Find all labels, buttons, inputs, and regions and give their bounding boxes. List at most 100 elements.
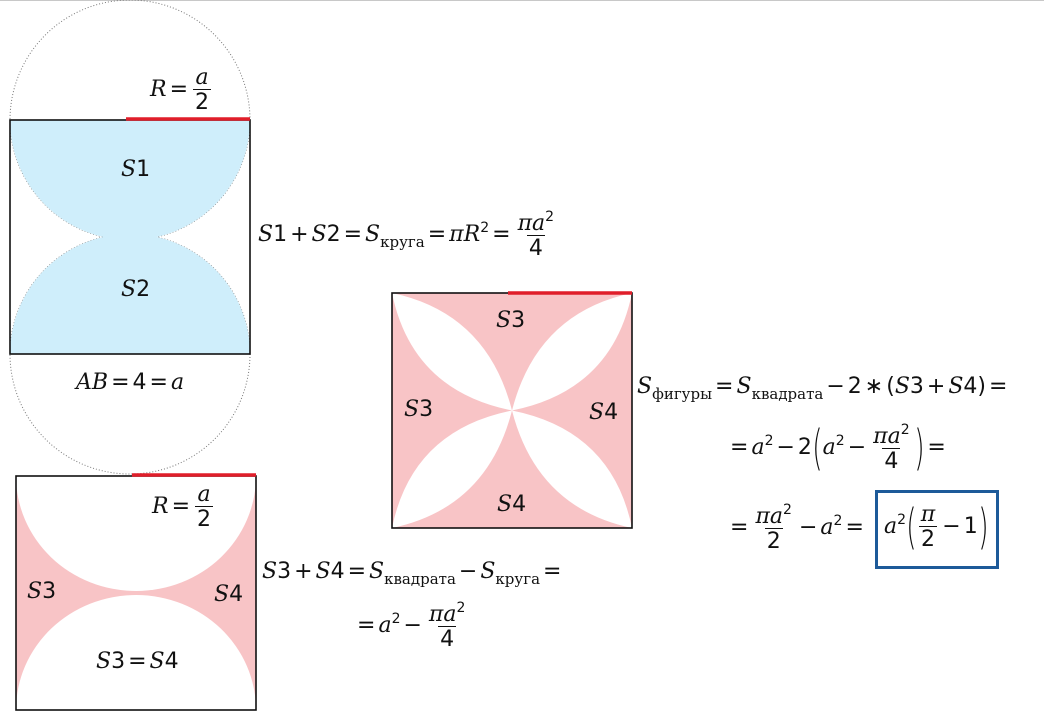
index: 3 [909, 374, 924, 399]
a-symbol: a [443, 602, 457, 627]
eq-sign: = [169, 77, 189, 103]
subscript-circle: круга [380, 233, 425, 252]
s-symbol: S [404, 397, 420, 422]
exponent: 2 [456, 600, 466, 616]
subscript-square: квадрата [751, 385, 824, 403]
exponent: 2 [783, 502, 792, 518]
denominator: 4 [526, 235, 545, 262]
s-symbol: S [311, 222, 327, 248]
exponent: 2 [764, 433, 774, 450]
s-symbol: S [637, 374, 653, 399]
big-left-paren: ( [812, 420, 823, 477]
eq-sign: = [343, 222, 363, 248]
s-symbol: S [948, 374, 964, 399]
a-symbol: a [820, 515, 834, 541]
eq-sign: = [357, 613, 376, 639]
a-symbol: a [751, 435, 765, 461]
numerator: a [195, 65, 209, 90]
plus-sign: + [290, 222, 309, 248]
s-symbol: S [365, 222, 381, 248]
s-symbol: S [214, 582, 230, 607]
label-s2: S2 [121, 279, 150, 301]
one-value: 1 [963, 514, 978, 540]
index: 3 [419, 397, 434, 422]
r-symbol: R [152, 494, 169, 520]
denominator: 4 [438, 626, 457, 653]
s-symbol: S [496, 308, 512, 333]
left-paren: ( [886, 374, 895, 399]
s-symbol: S [262, 559, 278, 584]
subscript-circle: круга [495, 570, 541, 588]
label-s4-right: S4 [589, 402, 618, 424]
index: 2 [136, 277, 151, 302]
white-petal-2 [512, 293, 632, 411]
index: 4 [229, 582, 244, 607]
minus-sign: − [403, 613, 422, 639]
corner-regions-s3-s4 [16, 476, 256, 710]
numerator: a [197, 482, 211, 507]
label-s4-bottom: S4 [497, 494, 526, 516]
a-symbol: a [822, 435, 836, 461]
r-symbol: R [150, 77, 167, 103]
index: 3 [277, 559, 292, 584]
eq-sign: = [730, 515, 749, 541]
index: 3 [42, 579, 57, 604]
eq-sign: = [171, 494, 191, 520]
subscript-square: квадрата [384, 570, 456, 588]
pi-symbol: π [449, 222, 464, 248]
s-symbol: S [894, 374, 910, 399]
semicircle-s2 [10, 234, 250, 354]
index: 4 [164, 649, 179, 674]
minus-sign: − [847, 435, 867, 461]
big-right-paren: ) [913, 420, 925, 477]
a-symbol: a [884, 514, 898, 540]
eq-sign: = [128, 649, 147, 674]
s-symbol: S [121, 157, 137, 182]
exponent: 2 [545, 209, 555, 225]
ab-formula: AB=4=a [76, 372, 184, 394]
a-symbol: a [170, 370, 185, 395]
coefficient: 2 [847, 374, 862, 399]
label-s4-fig2: S4 [214, 584, 243, 606]
minus-sign: − [776, 435, 795, 461]
white-petal-1 [392, 293, 512, 411]
denominator: 2 [764, 528, 783, 555]
pi-symbol: π [517, 211, 533, 236]
s-symbol: S [121, 277, 137, 302]
a-symbol: a [769, 504, 784, 529]
s-symbol: S [96, 649, 112, 674]
s-symbol: S [315, 559, 331, 584]
eq-sign: = [492, 222, 511, 248]
s3-equals-s4: S3=S4 [96, 651, 179, 673]
s-symbol: S [258, 222, 274, 248]
index: 4 [604, 400, 619, 425]
eq-sign: = [989, 374, 1008, 399]
index: 4 [330, 559, 345, 584]
plus-sign: + [926, 374, 946, 399]
a-symbol: a [887, 424, 901, 449]
r-symbol: R [463, 222, 481, 248]
label-s3-fig2: S3 [27, 581, 56, 603]
eq-sign: = [927, 435, 946, 461]
denominator: 2 [195, 506, 214, 533]
eq-sign: = [111, 370, 130, 395]
eq-sign: = [347, 559, 367, 584]
index: 1 [136, 157, 151, 182]
exponent: 2 [900, 422, 910, 438]
subscript-figure: фигуры [652, 385, 713, 403]
s-symbol: S [589, 400, 605, 425]
figure-area-formula-line1: Sфигуры=Sквадрата−2∗(S3+S4)= [637, 376, 1010, 402]
ab-symbol: AB [76, 370, 109, 395]
exponent: 2 [835, 433, 845, 450]
